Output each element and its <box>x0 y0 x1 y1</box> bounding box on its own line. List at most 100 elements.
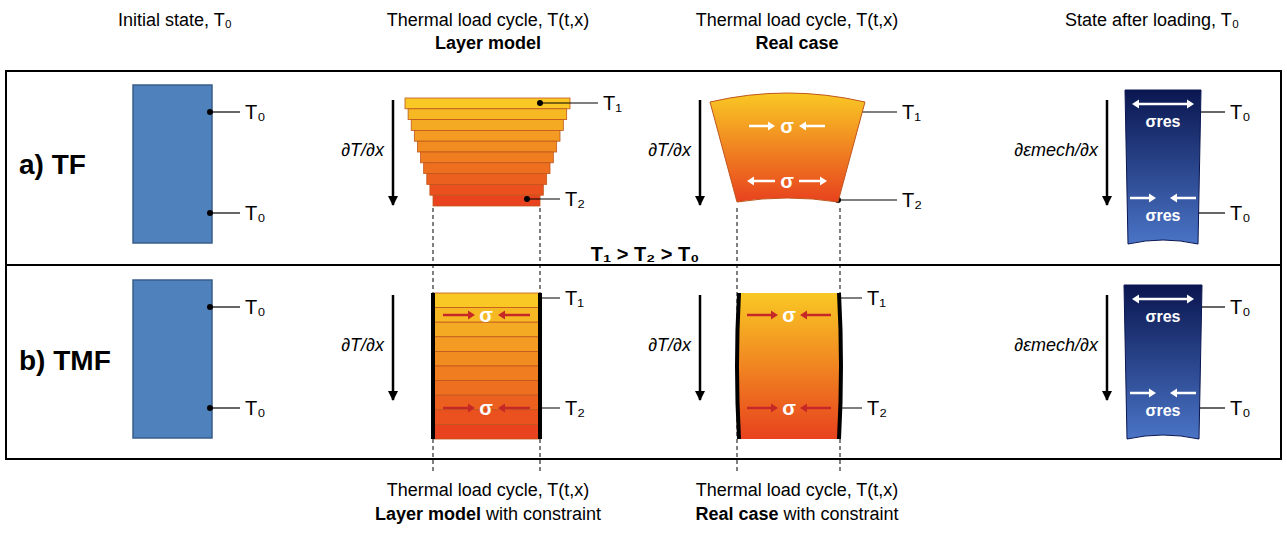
stress-arrowhead <box>498 404 505 413</box>
stress-arrowhead <box>820 177 827 186</box>
column-heading: Thermal load cycle, T(t,x) <box>387 10 590 31</box>
stress-arrow <box>807 407 831 410</box>
residual-shape <box>1124 285 1202 439</box>
row-title: a) TF <box>19 150 86 181</box>
stress-arrowhead <box>771 404 778 413</box>
stress-arrowhead <box>498 311 505 320</box>
layer <box>430 184 543 195</box>
layer <box>434 424 539 439</box>
projection-line <box>433 208 840 472</box>
real-case-shape <box>710 93 865 202</box>
temperature-label: T₁ <box>902 101 921 124</box>
stress-arrow <box>1177 392 1196 395</box>
constraint-wall <box>839 293 841 439</box>
projection-line <box>540 208 541 472</box>
temperature-label: T₀ <box>1230 296 1251 319</box>
layer <box>434 366 539 381</box>
gradient-label: ∂T/∂x <box>648 140 691 161</box>
constraint-wall <box>431 293 435 439</box>
constraint-wall <box>538 293 542 439</box>
temperature-label: T₁ <box>565 287 584 310</box>
layer <box>427 174 547 185</box>
stress-arrow <box>1163 103 1187 106</box>
leader-line <box>540 102 598 103</box>
gradient-arrow <box>392 100 395 205</box>
stress-label: σres <box>1146 207 1181 225</box>
temperature-label: T₂ <box>902 189 922 212</box>
temperature-label: T₀ <box>245 296 266 319</box>
constraint-wall <box>737 293 739 439</box>
stress-arrow <box>747 314 771 317</box>
stress-arrowhead <box>1187 295 1194 304</box>
leader-line <box>210 212 240 213</box>
stress-arrowhead <box>799 122 806 131</box>
stress-arrowhead <box>468 311 475 320</box>
real-case-shape <box>737 293 841 439</box>
layer <box>424 163 550 174</box>
residual-shape <box>1125 90 1201 244</box>
leader-line <box>1195 212 1225 213</box>
caption-line: Real casewith constraint <box>695 504 898 525</box>
stress-arrow <box>747 407 771 410</box>
layer <box>408 109 567 120</box>
temperature-label: T₂ <box>565 397 585 420</box>
stress-arrow <box>443 314 468 317</box>
stress-arrowhead <box>1149 194 1156 203</box>
stress-arrow <box>806 125 825 128</box>
real-case-body: σσ <box>705 86 870 210</box>
stress-label: σ <box>479 397 493 419</box>
gradient-arrow <box>699 295 702 400</box>
projection-line <box>433 208 434 472</box>
stress-arrowhead <box>1170 194 1177 203</box>
stress-label: σ <box>782 397 796 419</box>
leader-line <box>838 199 897 200</box>
temperature-label: T₀ <box>245 101 266 124</box>
caption-line: Layer modelwith constraint <box>375 504 601 525</box>
gradient-arrow <box>1106 295 1109 400</box>
leader-line <box>210 407 240 408</box>
temperature-label: T₂ <box>565 188 585 211</box>
temperature-label: T₀ <box>1230 397 1251 420</box>
layer-model-body: σσ <box>431 293 542 439</box>
layer <box>434 337 539 352</box>
layer-stack <box>405 98 570 206</box>
row-band: a) TFσσσresσres <box>5 70 1282 266</box>
gradient-label: ∂T/∂x <box>341 140 384 161</box>
temperature-label: T₀ <box>1230 202 1251 225</box>
stress-label: σ <box>780 115 794 137</box>
leader-dot <box>207 109 213 115</box>
leader-dot <box>524 196 530 202</box>
stress-arrow <box>505 314 530 317</box>
stress-arrowhead <box>771 311 778 320</box>
stress-arrow <box>1130 392 1149 395</box>
gradient-label: ∂T/∂x <box>341 335 384 356</box>
stress-arrow <box>749 125 768 128</box>
stress-label: σ <box>780 170 794 192</box>
stress-arrowhead <box>1132 100 1139 109</box>
column-caption: with constraint <box>486 504 601 525</box>
temperature-label: T₀ <box>245 202 266 225</box>
layer <box>417 141 556 152</box>
stress-label: σres <box>1146 113 1181 131</box>
column-heading: Initial state, T₀ <box>118 10 232 31</box>
leader-dot <box>207 210 213 216</box>
column-heading: Thermal load cycle, T(t,x) <box>696 10 899 31</box>
initial-block <box>133 85 212 438</box>
temperature-order: T₁ > T₂ > T₀ <box>591 243 699 266</box>
temperature-label: T₁ <box>603 92 622 115</box>
stress-arrow <box>799 180 820 183</box>
gradient-arrow <box>392 295 395 400</box>
temperature-label: T₂ <box>867 397 887 420</box>
column-heading: Real case <box>755 33 838 54</box>
stress-arrow <box>1139 103 1163 106</box>
gradient-label: ∂εmech/∂x <box>1014 140 1098 161</box>
stress-arrow <box>807 314 831 317</box>
stress-arrowhead <box>800 311 807 320</box>
stress-arrow <box>443 407 468 410</box>
stress-arrowhead <box>1149 389 1156 398</box>
temperature-label: T₀ <box>245 397 266 420</box>
gradient-label: ∂T/∂x <box>648 335 691 356</box>
leader-dot <box>537 100 543 106</box>
column-caption: Real case <box>695 504 778 525</box>
